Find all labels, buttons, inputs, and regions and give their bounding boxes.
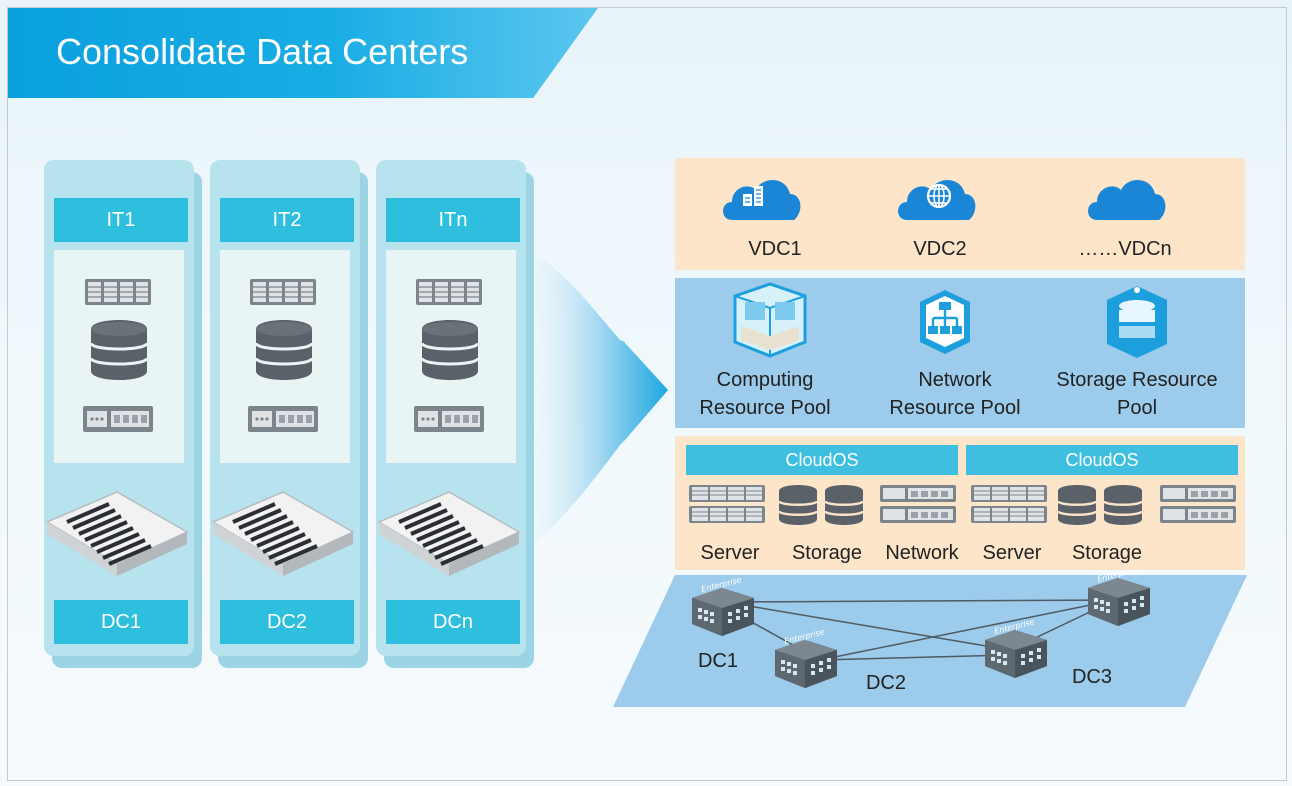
computing-pool-label-2: Resource Pool	[699, 397, 831, 419]
network-pool-label-2: Resource Pool	[889, 397, 1021, 419]
resource-pool-icons	[733, 282, 1167, 358]
dc-label-3: DCn	[386, 600, 520, 644]
dc-label-2: DC2	[220, 600, 354, 644]
vdc-cloud-icons	[723, 179, 1166, 220]
resource-label-server-2: Server	[982, 542, 1042, 564]
page-title: Consolidate Data Centers	[56, 31, 469, 72]
it-label-2: IT2	[220, 198, 354, 242]
resource-label-storage-1: Storage	[791, 542, 863, 564]
it-label-1: IT1	[54, 198, 188, 242]
cloudos-bar-1: CloudOS	[686, 445, 958, 475]
storage-pool-label-2: Pool	[1116, 397, 1158, 419]
network-pool-label-1: Network	[918, 369, 992, 391]
vdc-label-2: VDC2	[913, 238, 967, 260]
resource-label-server-1: Server	[700, 542, 760, 564]
resource-label-network: Network	[885, 542, 959, 564]
column-icons	[45, 278, 521, 578]
site-label-dc2: DC2	[865, 672, 906, 694]
site-label-dc3: DC3	[1071, 666, 1112, 688]
dc-interconnect-plane: Enterprise Enterprise Enterprise Enterpr…	[613, 570, 1247, 707]
site-label-dc1: DC1	[697, 650, 738, 672]
vdc-label-1: VDC1	[748, 238, 802, 260]
title-banner	[8, 8, 598, 98]
cloudos-bar-2: CloudOS	[966, 445, 1238, 475]
computing-pool-label-1: Computing	[716, 369, 814, 391]
diagram-frame	[7, 7, 1287, 781]
storage-pool-label-1: Storage Resource	[1056, 369, 1218, 391]
vdc-label-n: ……VDCn	[1078, 238, 1172, 260]
it-label-3: ITn	[386, 198, 520, 242]
dc-label-1: DC1	[54, 600, 188, 644]
resource-label-storage-2: Storage	[1071, 542, 1143, 564]
physical-resource-icons	[688, 483, 1236, 527]
consolidation-arrow	[520, 245, 668, 555]
